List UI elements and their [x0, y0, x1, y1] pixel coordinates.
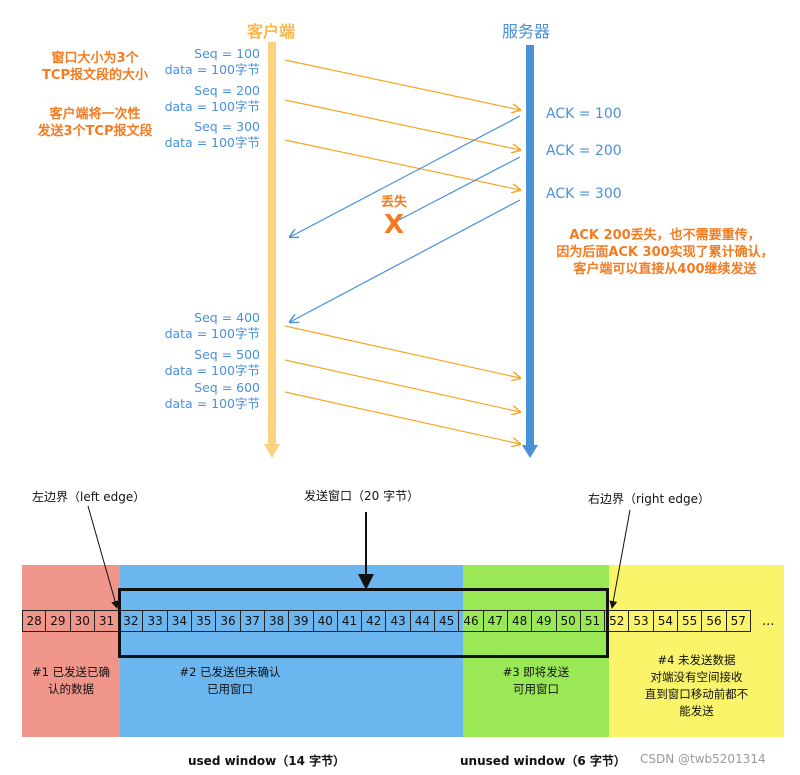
byte-cell: 46 [459, 610, 484, 632]
left-edge-label: 左边界（left edge） [32, 490, 146, 504]
cumulative-ack-note: ACK 200丢失，也不需要重传， 因为后面ACK 300实现了累计确认， 客户… [556, 228, 774, 277]
byte-cell: 47 [483, 610, 508, 632]
sequence-diagram-lines [264, 42, 538, 458]
ack-arrow-200 [394, 156, 521, 223]
segment-arrow-300 [284, 139, 520, 190]
server-lifeline-arrow [522, 445, 538, 458]
byte-cell: 52 [605, 610, 630, 632]
cells-ellipsis: ... [762, 614, 775, 629]
region-acked [22, 565, 120, 737]
segment-label-400: Seq = 400 data = 100字节 [164, 310, 260, 341]
byte-cell: 40 [313, 610, 338, 632]
region2-text: #2 已发送但未确认 已用窗口 [179, 665, 281, 696]
ack-label-200: ACK = 200 [546, 143, 622, 159]
byte-cell: 38 [264, 610, 290, 632]
ack-arrow-300 [290, 199, 521, 322]
segment-label-100: Seq = 100 data = 100字节 [164, 46, 260, 77]
byte-cell: 54 [653, 610, 679, 632]
segment-arrow-500 [284, 359, 520, 412]
right-edge-label: 右边界（right edge） [588, 492, 711, 506]
ack-arrow-100 [290, 115, 521, 237]
byte-cell: 28 [22, 610, 47, 632]
segment-arrow-200 [284, 99, 520, 150]
byte-cell: 53 [629, 610, 654, 632]
region3-text: #3 即将发送 可用窗口 [502, 665, 570, 696]
client-lifeline [268, 42, 276, 444]
server-title: 服务器 [502, 22, 551, 41]
ack-label-300: ACK = 300 [546, 186, 622, 202]
segment-arrow-600 [284, 391, 520, 444]
byte-cell: 31 [94, 610, 120, 632]
byte-cell: 57 [726, 610, 751, 632]
byte-cell: 49 [532, 610, 557, 632]
byte-cell: 56 [702, 610, 727, 632]
send-window-frame [118, 588, 609, 658]
byte-cell: 55 [678, 610, 703, 632]
region4-text: #4 未发送数据 对端没有空间接收 直到窗口移动前都不 能发送 [644, 653, 749, 718]
right-edge-arrow [609, 509, 631, 609]
byte-cell: 29 [46, 610, 71, 632]
ack-label-100: ACK = 100 [546, 106, 622, 122]
byte-cell: 48 [507, 610, 533, 632]
server-lifeline [526, 45, 534, 445]
client-title: 客户端 [247, 22, 296, 41]
unused-window-label: unused window（6 字节） [460, 754, 626, 768]
byte-cell: 39 [289, 610, 314, 632]
watermark: CSDN @twb5201314 [640, 752, 766, 766]
send-window-label: 发送窗口（20 字节） [304, 489, 420, 503]
byte-cell: 44 [410, 610, 436, 632]
byte-cell: 45 [435, 610, 460, 632]
byte-cell: 43 [386, 610, 411, 632]
byte-cell: 37 [240, 610, 265, 632]
byte-cell: 34 [167, 610, 193, 632]
segment-label-300: Seq = 300 data = 100字节 [164, 119, 260, 150]
byte-cell: 30 [70, 610, 95, 632]
byte-cell: 42 [362, 610, 387, 632]
segment-arrow-400 [284, 325, 520, 378]
byte-cell: 50 [556, 610, 581, 632]
byte-cell: 33 [143, 610, 168, 632]
client-lifeline-arrow [264, 444, 280, 458]
segment-label-200: Seq = 200 data = 100字节 [164, 83, 260, 114]
region-sent-unacked [120, 565, 463, 737]
region-not-sendable [609, 565, 784, 737]
edge-pointers [87, 505, 631, 609]
segment-arrow-100 [284, 59, 520, 110]
lost-x-icon: X [384, 210, 405, 240]
lost-label: 丢失 [381, 195, 408, 210]
region1-text: #1 已发送已确 认的数据 [31, 665, 111, 696]
segment-label-600: Seq = 600 data = 100字节 [164, 380, 260, 411]
segment-label-500: Seq = 500 data = 100字节 [164, 347, 260, 378]
byte-cell: 36 [216, 610, 241, 632]
used-window-label: used window（14 字节） [188, 754, 346, 768]
send-three-note: 客户端将一次性 发送3个TCP报文段 [37, 107, 153, 139]
byte-cell: 51 [580, 610, 606, 632]
window-size-note: 窗口大小为3个 TCP报文段的大小 [42, 51, 148, 83]
byte-cell: 32 [119, 610, 144, 632]
byte-cell: 35 [192, 610, 217, 632]
region-usable [463, 565, 609, 737]
byte-cells: 28 29 30 31 32 33 34 35 36 37 38 39 40 4… [22, 610, 751, 632]
left-edge-arrow [87, 505, 119, 609]
byte-cell: 41 [337, 610, 363, 632]
